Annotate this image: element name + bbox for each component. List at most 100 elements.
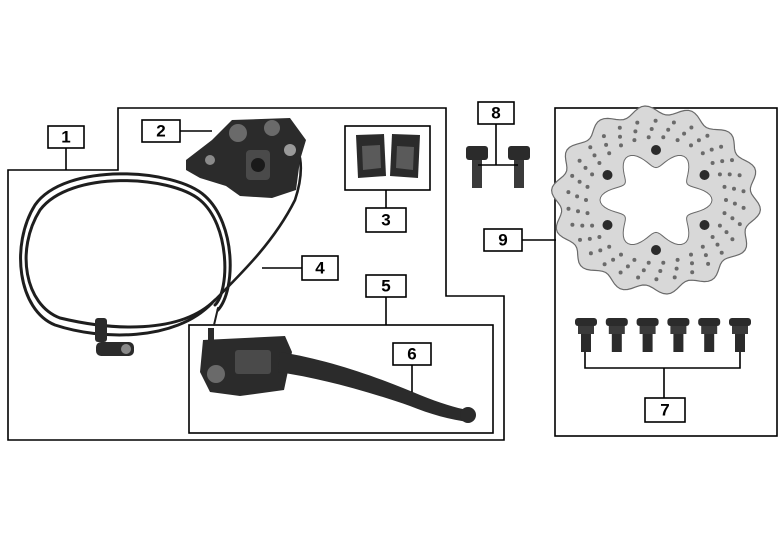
callout-5-label: 5 xyxy=(381,277,390,296)
disc-drill-hole xyxy=(737,173,742,178)
disc-drill-hole xyxy=(717,223,722,228)
disc-drill-hole xyxy=(727,172,732,177)
disc-drill-hole xyxy=(617,125,622,130)
disc-drill-hole xyxy=(675,257,680,262)
disc-drill-hole xyxy=(570,173,575,178)
disc-drill-hole xyxy=(730,158,734,163)
callout-9-label: 9 xyxy=(498,231,507,250)
disc-bolt-shank xyxy=(611,334,622,352)
disc-drill-hole xyxy=(597,161,602,165)
disc-mount-hole xyxy=(602,220,613,230)
disc-drill-hole xyxy=(580,223,585,228)
disc-drill-hole xyxy=(700,151,705,156)
disc-drill-hole xyxy=(597,235,602,239)
disc-drill-hole xyxy=(658,269,663,273)
disc-drill-hole xyxy=(598,248,603,253)
disc-drill-hole xyxy=(602,262,607,267)
disc-drill-hole xyxy=(710,161,715,165)
disc-drill-hole xyxy=(576,209,580,214)
disc-drill-hole xyxy=(607,151,612,156)
disc-bolt-collar xyxy=(732,326,748,334)
disc-drill-hole xyxy=(690,261,694,266)
callout-6: 6 xyxy=(392,342,432,366)
disc-drill-hole xyxy=(618,134,622,139)
disc-bolt-collar xyxy=(670,326,687,334)
callout-8: 8 xyxy=(477,101,515,125)
disc-bolt-head xyxy=(636,318,659,326)
disc-drill-hole xyxy=(646,260,651,265)
assembly-frame-5 xyxy=(188,324,494,434)
disc-drill-hole xyxy=(566,190,571,195)
disc-drill-hole xyxy=(607,244,612,249)
callout-3: 3 xyxy=(365,207,407,233)
disc-drill-hole xyxy=(619,143,623,148)
leader-lines xyxy=(65,122,741,398)
disc-drill-hole xyxy=(674,266,679,271)
callout-4-label: 4 xyxy=(315,259,325,278)
disc-drill-hole xyxy=(732,201,737,206)
callout-1: 1 xyxy=(47,125,85,149)
disc-drill-hole xyxy=(604,142,609,147)
hose-clip-illustration xyxy=(95,318,134,356)
disc-bolt-shank xyxy=(704,334,715,352)
master-cylinder-illustration xyxy=(200,328,292,396)
disc-drill-hole xyxy=(635,120,640,125)
disc-drill-hole xyxy=(722,184,727,189)
disc-bolt-head xyxy=(729,318,751,326)
disc-drill-hole xyxy=(741,189,746,194)
disc-bolt-shank xyxy=(642,334,653,352)
disc-drill-hole xyxy=(682,131,687,136)
disc-drill-hole xyxy=(706,261,711,266)
disc-center-cutout xyxy=(599,155,713,245)
disc-drill-hole xyxy=(671,120,676,125)
disc-bolts-illustration xyxy=(575,318,751,352)
disc-drill-hole xyxy=(577,158,582,163)
disc-bolt-head xyxy=(575,318,597,326)
disc-drill-hole xyxy=(641,268,646,273)
disc-drill-hole xyxy=(722,211,727,216)
disc-drill-hole xyxy=(590,172,595,177)
disc-bolt-collar xyxy=(701,326,718,334)
disc-mount-hole xyxy=(651,145,661,155)
disc-drill-hole xyxy=(583,165,588,170)
disc-drill-hole xyxy=(649,127,654,131)
brake-lever-illustration xyxy=(278,352,476,423)
disc-drill-hole xyxy=(717,172,722,177)
brake-disc-illustration xyxy=(550,105,762,295)
disc-drill-hole xyxy=(585,184,590,189)
disc-drill-hole xyxy=(653,118,658,123)
disc-drill-hole xyxy=(578,237,582,242)
disc-drill-hole xyxy=(585,211,590,216)
disc-bolt-collar xyxy=(578,326,594,334)
disc-drill-hole xyxy=(715,242,720,247)
callout-6-label: 6 xyxy=(407,345,416,364)
disc-mount-hole xyxy=(602,170,613,180)
disc-frame-9 xyxy=(554,107,778,437)
disc-bolt-collar xyxy=(639,326,656,334)
disc-drill-hole xyxy=(646,135,651,140)
disc-drill-hole xyxy=(592,153,597,158)
brake-hose-illustration xyxy=(19,156,303,337)
disc-drill-hole xyxy=(618,270,623,275)
leader-8 xyxy=(478,122,518,166)
disc-drill-hole xyxy=(741,205,746,210)
callout-1-label: 1 xyxy=(61,128,70,147)
disc-drill-hole xyxy=(719,250,724,255)
disc-drill-hole xyxy=(636,275,641,280)
disc-mount-hole xyxy=(699,220,710,230)
disc-bolt-head xyxy=(698,318,721,326)
disc-drill-hole xyxy=(632,257,637,262)
disc-drill-hole xyxy=(577,179,582,184)
disc-bolt-head xyxy=(605,318,628,326)
disc-drill-hole xyxy=(619,252,623,257)
disc-bolt-collar xyxy=(608,326,625,334)
disc-drill-hole xyxy=(590,223,595,228)
disc-drill-hole xyxy=(666,127,671,132)
disc-drill-hole xyxy=(724,198,728,202)
disc-drill-hole xyxy=(661,260,666,265)
disc-drill-hole xyxy=(724,230,729,235)
disc-drill-hole xyxy=(566,206,571,211)
disc-drill-hole xyxy=(730,216,735,221)
disc-drill-hole xyxy=(689,252,693,257)
